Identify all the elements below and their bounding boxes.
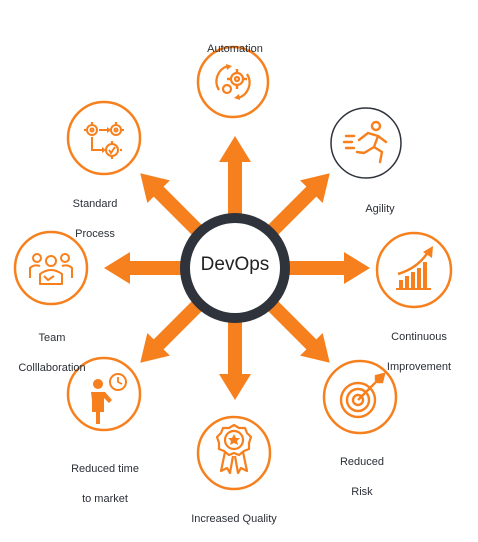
team-group-icon xyxy=(29,253,73,285)
label-increased-quality: Increased Quality xyxy=(170,497,298,542)
node-standard-process-circle xyxy=(66,100,142,176)
label-reduced-risk: Reduced Risk xyxy=(312,440,412,515)
label-line: to market xyxy=(82,493,128,505)
label-continuous-improvement: Continuous Improvement xyxy=(370,315,468,390)
label-team-collaboration: Team Colllaboration xyxy=(2,316,102,391)
label-line: Risk xyxy=(351,486,373,498)
node-continuous-circle xyxy=(375,231,453,309)
label-line: Agility xyxy=(365,203,395,215)
label-line: Colllaboration xyxy=(18,362,86,374)
award-ribbon-icon xyxy=(215,423,253,475)
label-line: Process xyxy=(75,228,115,240)
arrow-reduced-risk xyxy=(140,289,214,363)
label-reduced-time: Reduced time to market xyxy=(55,447,155,522)
target-arrow-icon xyxy=(339,372,386,419)
center-circle xyxy=(180,213,290,323)
person-clock-icon xyxy=(91,373,127,424)
label-line: Automation xyxy=(207,43,263,55)
label-automation: Automation xyxy=(183,27,287,72)
growth-chart-icon xyxy=(396,246,433,290)
devops-diagram xyxy=(13,45,453,491)
process-flow-icon xyxy=(84,122,124,159)
arrow-continuous-improvement xyxy=(270,252,370,284)
node-agility-circle xyxy=(330,107,402,179)
label-line: Standard xyxy=(72,198,118,210)
label-line: Continuous xyxy=(391,331,447,343)
arrow-automation xyxy=(219,136,251,228)
label-standard-process: Standard Process xyxy=(45,182,145,257)
running-person-icon xyxy=(342,120,388,164)
gears-cycle-icon xyxy=(215,64,251,100)
arrow-team-collaboration xyxy=(104,252,200,284)
arrows xyxy=(104,136,370,400)
label-line: Team xyxy=(38,332,66,344)
arrow-reduced-time xyxy=(256,289,330,363)
label-line: Reduced xyxy=(339,456,385,468)
arrow-increased-quality xyxy=(219,300,251,400)
label-line: Reduced time xyxy=(71,463,139,475)
arrow-standard-process xyxy=(256,173,330,247)
label-line: Improvement xyxy=(386,361,452,373)
node-team-collab-circle xyxy=(13,230,89,306)
label-agility: Agility xyxy=(330,187,430,232)
label-line: Increased Quality xyxy=(191,513,277,525)
center-label: DevOps xyxy=(200,254,270,275)
arrow-agility xyxy=(140,173,214,247)
